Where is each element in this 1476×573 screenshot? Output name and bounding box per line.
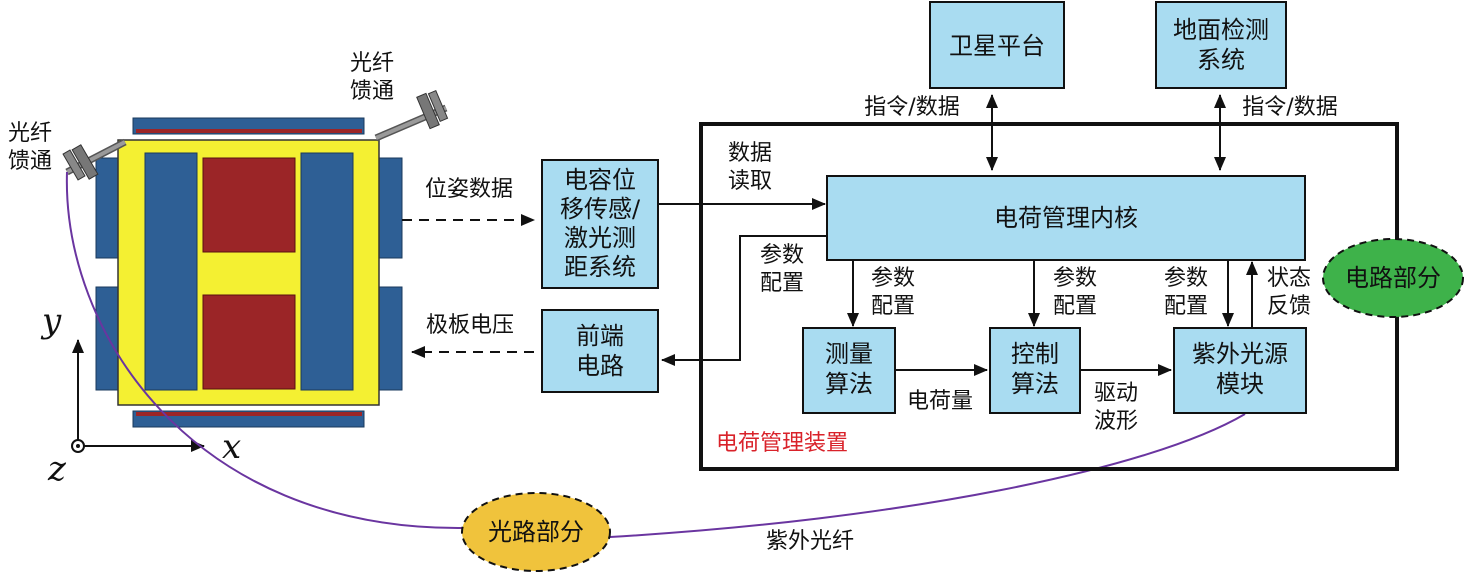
- optical-part-ellipse: [461, 492, 611, 572]
- electric-part-ellipse: [1322, 238, 1464, 318]
- uv-light-module-label: 紫外光源模块: [1192, 340, 1288, 398]
- axis-y-label: y: [40, 301, 62, 341]
- arrow-param-config-outer: [661, 235, 827, 366]
- electric-part-label: 电路部分: [1345, 264, 1441, 292]
- upper-test-mass: [202, 157, 296, 253]
- top-plate-strip: [136, 129, 362, 133]
- front-end-circuit-label: 前端电路: [576, 322, 624, 380]
- uv-light-module-box: [1173, 327, 1307, 414]
- control-algorithm-box: [989, 327, 1081, 414]
- front-end-circuit-box: [541, 309, 659, 393]
- pose-data-label: 位姿数据: [425, 177, 513, 202]
- lower-test-mass: [202, 294, 296, 390]
- right-lower-plate: [375, 286, 403, 391]
- status-feedback-label: 状态反馈: [1267, 266, 1311, 319]
- charge-core-label: 电荷管理内核: [994, 204, 1138, 232]
- control-algorithm-label: 控制算法: [1011, 340, 1059, 398]
- measurement-algorithm-label: 测量算法: [825, 340, 873, 398]
- ground-test-system-label: 地面检测系统: [1173, 16, 1269, 74]
- fiber-feedthrough-left-label: 光纤馈通: [8, 121, 52, 174]
- right-electrode: [300, 152, 354, 391]
- param-config-measure-label: 参数配置: [871, 266, 915, 319]
- axis-z-label: z: [47, 449, 67, 489]
- fiber-path-right: [609, 413, 1246, 538]
- capacitive-sensor-box: [541, 159, 659, 289]
- data-read-label: 数据读取: [728, 141, 772, 194]
- drive-waveform-label: 驱动波形: [1094, 381, 1138, 434]
- fiber-feedthrough-top-icon: [374, 89, 449, 142]
- param-config-uv-label: 参数配置: [1164, 266, 1208, 319]
- command-data-right-label: 指令/数据: [1242, 95, 1337, 120]
- fiber-path-left: [65, 171, 463, 530]
- fiber-feedthrough-top-label: 光纤馈通: [350, 51, 394, 104]
- charge-core-box: [826, 175, 1306, 261]
- plate-voltage-label: 极板电压: [426, 313, 514, 338]
- fiber-feedthrough-left-icon: [62, 138, 127, 181]
- axis-x-label: x: [222, 427, 241, 467]
- charge-device-label: 电荷管理装置: [716, 431, 848, 456]
- coordinate-axes: [71, 339, 205, 453]
- optical-part-label: 光路部分: [488, 518, 584, 546]
- satellite-platform-label: 卫星平台: [949, 32, 1045, 60]
- param-config-outer-label: 参数配置: [760, 243, 804, 296]
- satellite-platform-box: [929, 1, 1065, 89]
- measurement-algorithm-box: [802, 327, 896, 414]
- command-data-left-label: 指令/数据: [864, 95, 959, 120]
- left-electrode: [144, 152, 198, 391]
- param-config-control-label: 参数配置: [1053, 266, 1097, 319]
- ground-test-system-box: [1155, 1, 1287, 89]
- uv-fiber-label: 紫外光纤: [766, 529, 854, 554]
- capacitive-sensor-label: 电容位移传感/激光测距系统: [560, 166, 641, 281]
- bottom-plate-strip: [136, 412, 362, 416]
- right-upper-plate: [375, 157, 403, 259]
- charge-amount-label: 电荷量: [907, 389, 973, 414]
- inertial-sensor-illustration: [62, 89, 449, 453]
